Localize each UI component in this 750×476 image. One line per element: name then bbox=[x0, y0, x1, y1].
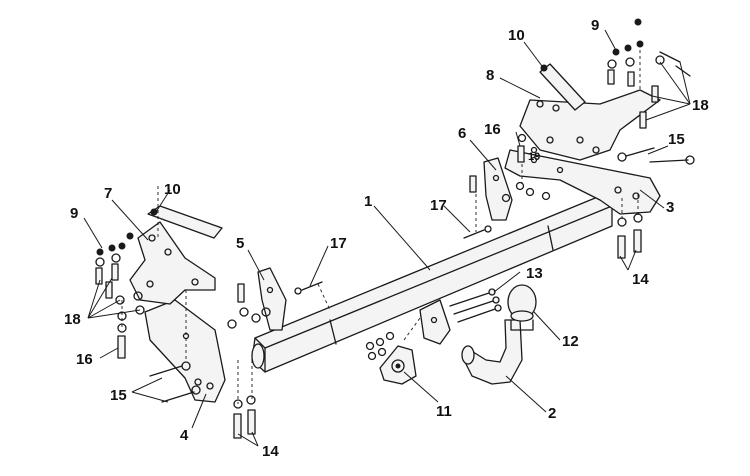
callout-13: 13 bbox=[526, 265, 543, 282]
callout-9-left: 9 bbox=[70, 205, 78, 222]
hardware bbox=[95, 18, 695, 439]
crossbar bbox=[251, 195, 613, 373]
callout-3: 3 bbox=[666, 199, 674, 216]
callout-17-left: 17 bbox=[330, 235, 347, 252]
callout-11: 11 bbox=[436, 403, 452, 420]
left-side-arm bbox=[144, 299, 226, 403]
callout-19: 19 bbox=[528, 151, 540, 163]
callout-16-left: 16 bbox=[76, 351, 93, 368]
alignment-lines bbox=[121, 44, 641, 404]
callout-15-left: 15 bbox=[110, 387, 127, 404]
callout-8: 8 bbox=[486, 67, 494, 84]
callout-18-right: 18 bbox=[692, 97, 709, 114]
left-strap bbox=[147, 205, 223, 239]
bracket-part-6 bbox=[483, 157, 513, 221]
callout-7: 7 bbox=[104, 185, 112, 202]
left-upper-bracket bbox=[129, 221, 216, 305]
callout-14-left: 14 bbox=[262, 443, 279, 460]
right-side-arm bbox=[504, 149, 661, 215]
bracket-part-5 bbox=[257, 267, 287, 331]
right-upper-bracket bbox=[519, 89, 661, 161]
leader-lines bbox=[83, 29, 691, 447]
callout-10-left: 10 bbox=[164, 181, 181, 198]
callout-14-right: 14 bbox=[632, 271, 649, 288]
callout-5: 5 bbox=[236, 235, 244, 252]
callout-17-right: 17 bbox=[430, 197, 447, 214]
long-bolts bbox=[449, 288, 502, 323]
centre-mount bbox=[419, 299, 451, 345]
callout-6: 6 bbox=[458, 125, 466, 142]
callout-16-right: 16 bbox=[484, 121, 501, 138]
callout-15-right: 15 bbox=[668, 131, 685, 148]
callout-2: 2 bbox=[548, 405, 556, 422]
callout-labels: 1 2 3 4 5 6 7 8 9 9 10 10 11 12 13 14 14… bbox=[64, 17, 709, 460]
right-strap bbox=[539, 63, 586, 111]
callout-18-left: 18 bbox=[64, 311, 81, 328]
tow-ball-neck bbox=[461, 319, 523, 385]
callout-10-right: 10 bbox=[508, 27, 525, 44]
callout-12: 12 bbox=[562, 333, 579, 350]
callout-4: 4 bbox=[180, 427, 189, 444]
callout-1: 1 bbox=[364, 193, 372, 210]
callout-9-right: 9 bbox=[591, 17, 599, 34]
tow-ball bbox=[507, 284, 537, 331]
